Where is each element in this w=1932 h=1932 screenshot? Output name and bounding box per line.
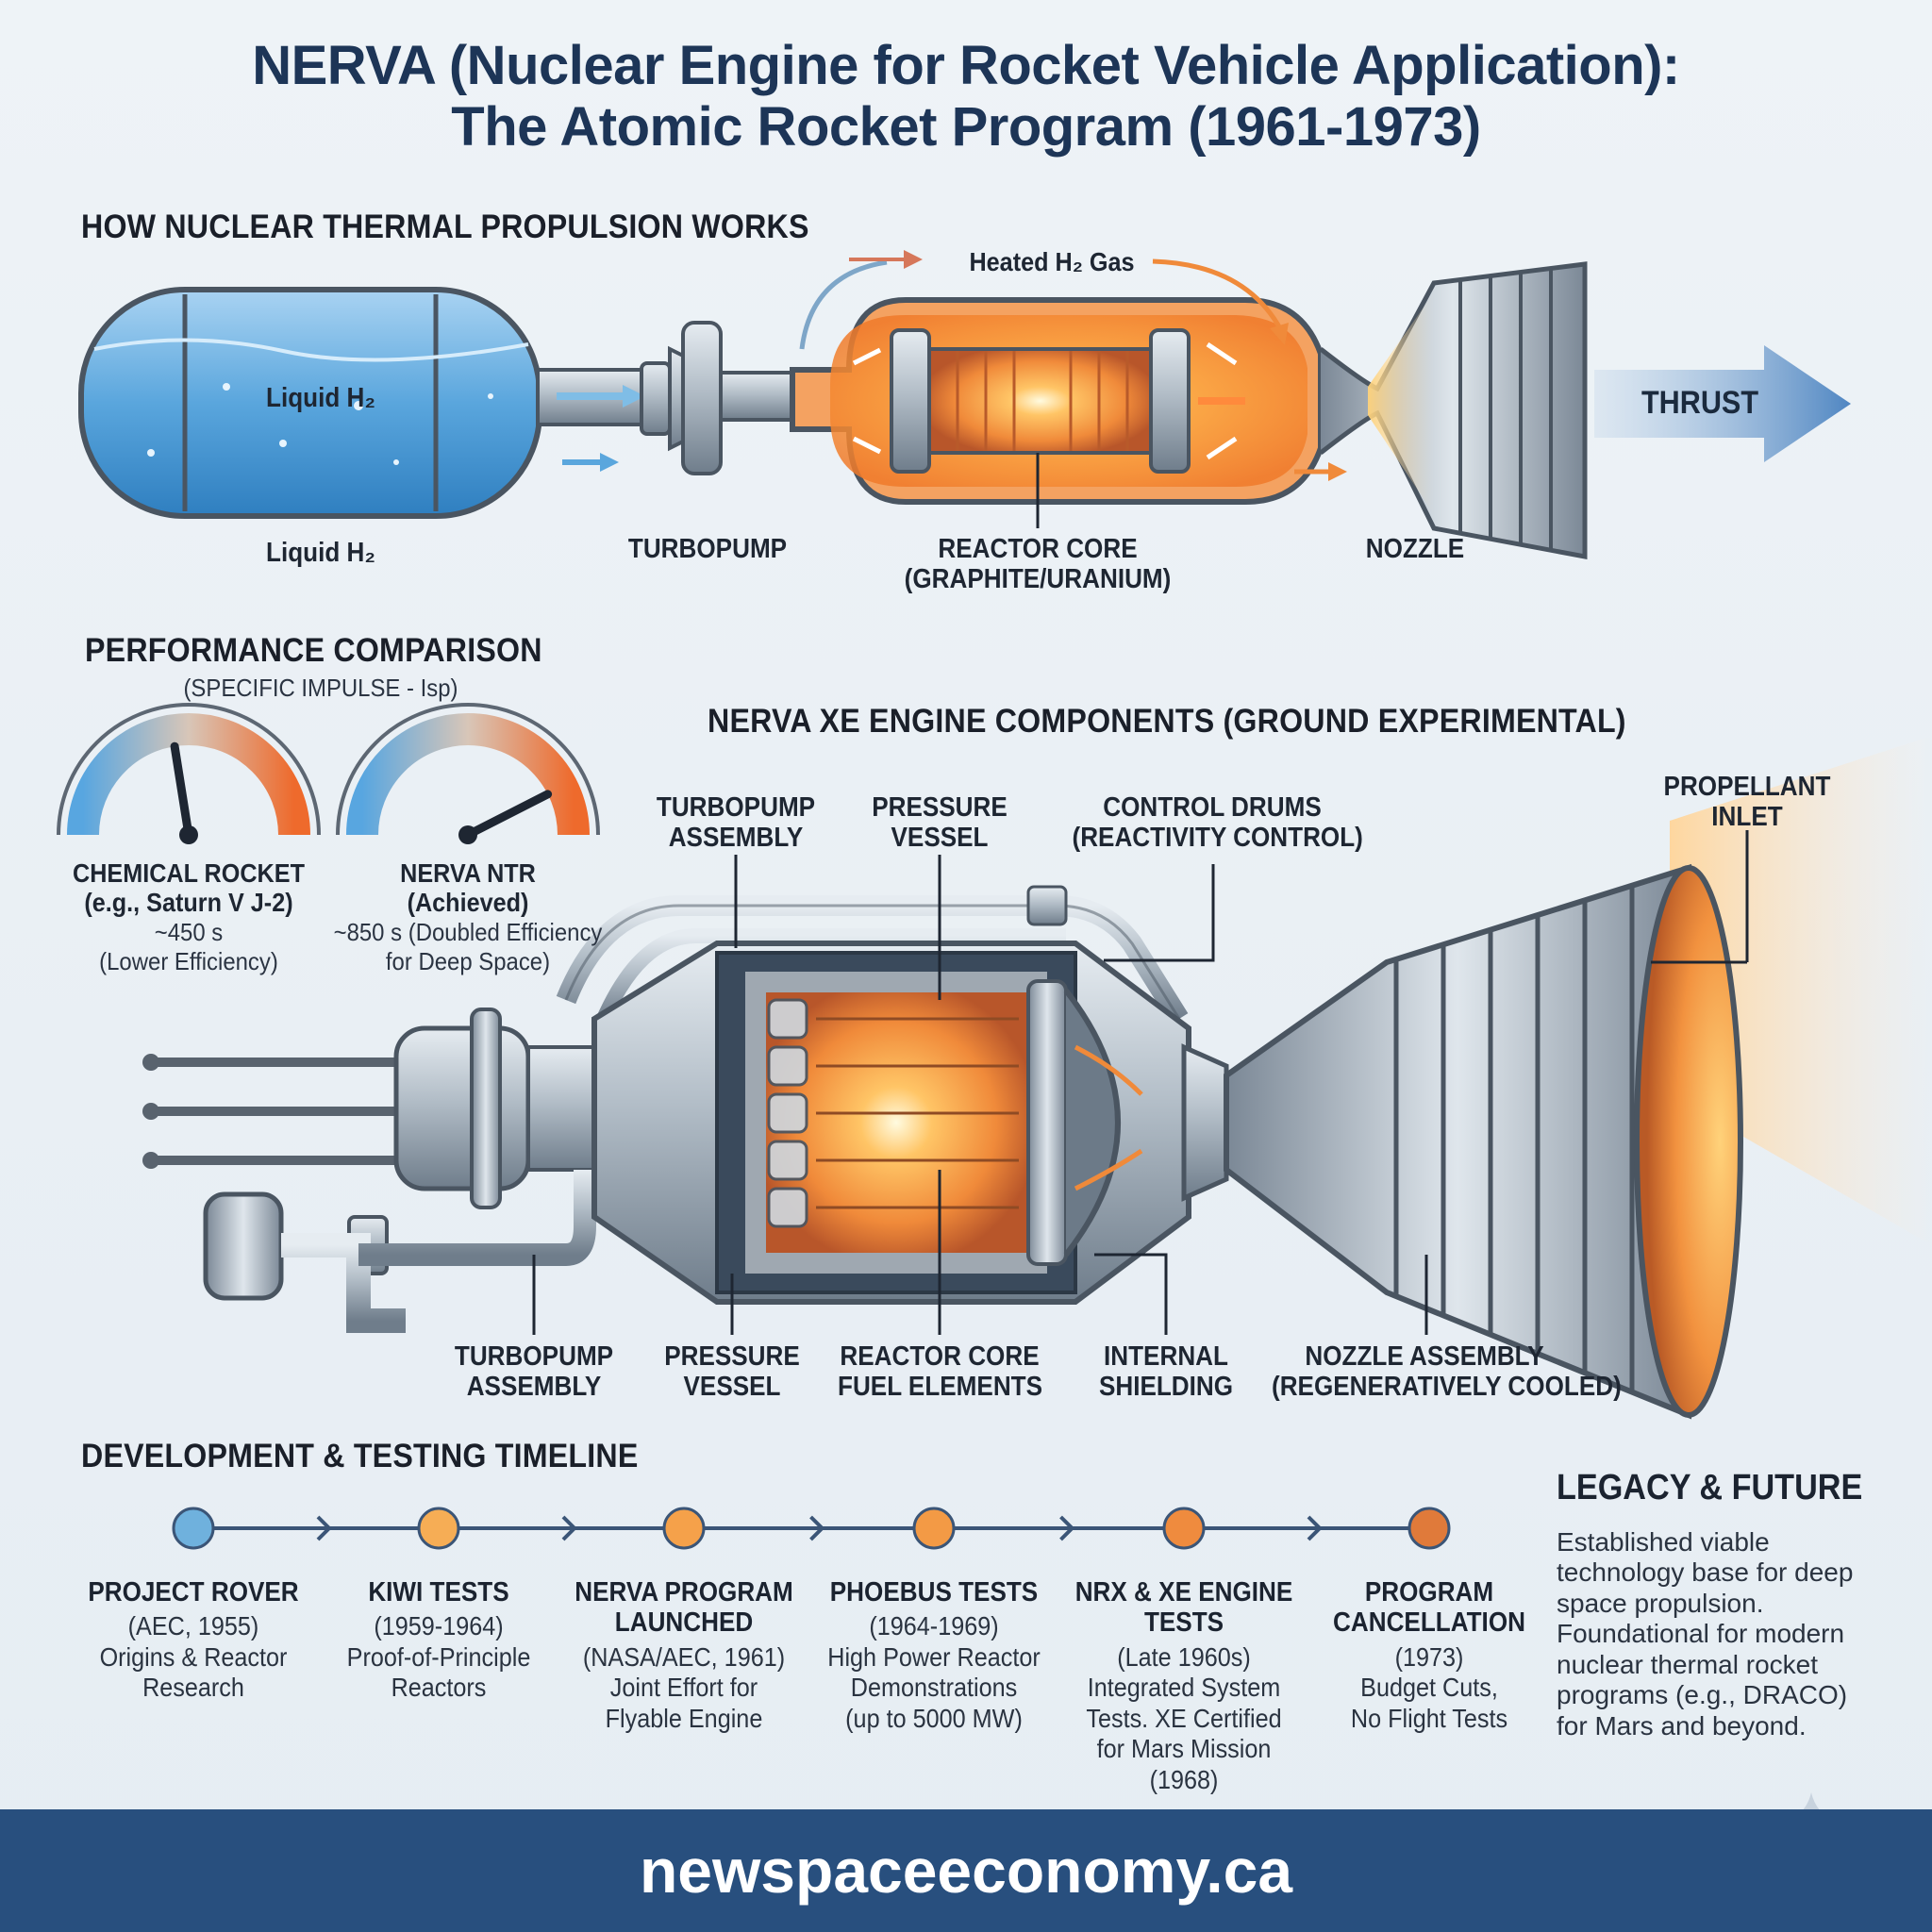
timeline-event-body: (NASA/AEC, 1961) Joint Effort for Flyabl… xyxy=(582,1641,786,1733)
timeline-event: PROGRAM CANCELLATION(1973) Budget Cuts, … xyxy=(1307,1577,1552,1734)
internal-shielding-label: INTERNAL SHIELDING xyxy=(1081,1341,1251,1403)
timeline-event-title: NERVA PROGRAM LAUNCHED xyxy=(575,1577,793,1639)
control-drums-line-2: (REACTIVITY CONTROL) xyxy=(1072,823,1363,854)
fuel-elements-label: REACTOR CORE FUEL ELEMENTS xyxy=(838,1341,1043,1403)
nerva-name-1: NERVA NTR xyxy=(400,858,536,888)
thrust-arrow xyxy=(1594,345,1851,462)
bottom-turbopump-line-2: ASSEMBLY xyxy=(466,1372,602,1403)
timeline-event-body: (1959-1964) Proof-of-Principle Reactors xyxy=(346,1611,531,1703)
bottom-vessel-line-1: PRESSURE xyxy=(664,1341,800,1372)
reactor-core-label-1: REACTOR CORE xyxy=(938,534,1138,564)
heated-gas-label: Heated H₂ Gas xyxy=(969,247,1135,276)
top-vessel-line-1: PRESSURE xyxy=(872,792,1008,823)
nerva-gauge-artwork xyxy=(336,703,600,844)
turbopump-artwork xyxy=(640,321,798,475)
timeline-dot xyxy=(662,1507,706,1550)
top-turbopump-line-1: TURBOPUMP xyxy=(656,792,816,823)
timeline-dot xyxy=(912,1507,956,1550)
fuel-elements-line-2: FUEL ELEMENTS xyxy=(838,1372,1043,1403)
timeline-heading: DEVELOPMENT & TESTING TIMELINE xyxy=(81,1438,639,1474)
title-line-1: NERVA (Nuclear Engine for Rocket Vehicle… xyxy=(252,35,1680,96)
chemical-note: (Lower Efficiency) xyxy=(99,946,278,975)
timeline-event: PHOEBUS TESTS (1964-1969) High Power Reac… xyxy=(811,1577,1057,1734)
reactor-core-label: REACTOR CORE (GRAPHITE/URANIUM) xyxy=(885,534,1191,595)
timeline-chevron xyxy=(316,1515,332,1541)
internal-shielding-line-1: INTERNAL xyxy=(1104,1341,1228,1372)
legacy-section: LEGACY & FUTURE Established viable techn… xyxy=(1557,1468,1896,1741)
tank-inner-label: Liquid H₂ xyxy=(266,383,375,413)
timeline-event: PROJECT ROVER (AEC, 1955) Origins & React… xyxy=(71,1577,316,1704)
top-turbopump-label: TURBOPUMP ASSEMBLY xyxy=(651,792,821,854)
timeline-event-body: (Late 1960s) Integrated System Tests. XE… xyxy=(1086,1641,1282,1794)
nozzle-artwork xyxy=(1319,261,1588,560)
bottom-vessel-line-2: VESSEL xyxy=(683,1372,781,1403)
nozzle-assembly-label: NOZZLE ASSEMBLY (REGENERATIVELY COOLED) xyxy=(1272,1341,1622,1403)
nerva-ntr-gauge: NERVA NTR (Achieved) ~850 s (Doubled Eff… xyxy=(317,858,619,976)
timeline-event: NERVA PROGRAM LAUNCHED(NASA/AEC, 1961) J… xyxy=(561,1577,807,1734)
timeline-event-title: PROGRAM CANCELLATION xyxy=(1333,1577,1525,1639)
timeline-event-body: (AEC, 1955) Origins & Reactor Research xyxy=(99,1611,288,1703)
control-drums-label: CONTROL DRUMS (REACTIVITY CONTROL) xyxy=(1072,792,1363,854)
chemical-name-1: CHEMICAL ROCKET xyxy=(73,858,305,888)
nerva-value: ~850 s (Doubled Efficiency xyxy=(333,917,603,946)
timeline-dot xyxy=(417,1507,460,1550)
timeline-event-title: NRX & XE ENGINE TESTS xyxy=(1074,1577,1293,1639)
timeline-event-body: (1973) Budget Cuts, No Flight Tests xyxy=(1350,1641,1508,1733)
timeline-event: NRX & XE ENGINE TESTS(Late 1960s) Integr… xyxy=(1061,1577,1307,1795)
reactor-core-label-2: (GRAPHITE/URANIUM) xyxy=(904,564,1172,595)
page-title: NERVA (Nuclear Engine for Rocket Vehicle… xyxy=(0,35,1932,158)
chemical-rocket-gauge: CHEMICAL ROCKET (e.g., Saturn V J-2) ~45… xyxy=(57,858,321,976)
nozzle-assembly-line-1: NOZZLE ASSEMBLY xyxy=(1305,1341,1544,1372)
top-turbopump-line-2: ASSEMBLY xyxy=(668,823,804,854)
timeline-dot xyxy=(172,1507,215,1550)
timeline-chevron xyxy=(1059,1515,1075,1541)
timeline-event-body: (1964-1969) High Power Reactor Demonstra… xyxy=(827,1611,1041,1733)
footer-bar xyxy=(0,1809,1932,1932)
footer-site-link[interactable]: newspaceeconomy.ca xyxy=(639,1836,1293,1906)
bottom-turbopump-label: TURBOPUMP ASSEMBLY xyxy=(449,1341,619,1403)
performance-subheading: (SPECIFIC IMPULSE - Isp) xyxy=(183,674,458,702)
performance-heading: PERFORMANCE COMPARISON xyxy=(85,632,542,669)
tank-label: Liquid H₂ xyxy=(266,538,375,568)
chemical-value: ~450 s xyxy=(154,917,224,946)
chemical-gauge-artwork xyxy=(57,703,321,844)
timeline-event: KIWI TESTS (1959-1964) Proof-of-Principle… xyxy=(316,1577,561,1704)
timeline-dot xyxy=(1407,1507,1451,1550)
bottom-vessel-label: PRESSURE VESSEL xyxy=(647,1341,817,1403)
fuel-elements-line-1: REACTOR CORE xyxy=(840,1341,1040,1372)
nerva-name-2: (Achieved) xyxy=(407,888,529,918)
propellant-inlet-line-2: INLET xyxy=(1711,802,1783,833)
legacy-heading: LEGACY & FUTURE xyxy=(1557,1468,1863,1507)
timeline-event-title: PHOEBUS TESTS xyxy=(829,1577,1039,1607)
title-line-2: The Atomic Rocket Program (1961-1973) xyxy=(451,95,1481,158)
nozzle-label: NOZZLE xyxy=(1365,534,1465,564)
hydrogen-tank xyxy=(78,287,542,519)
timeline-chevron xyxy=(561,1515,577,1541)
xe-engine-artwork xyxy=(142,736,1932,1420)
legacy-body: Established viable technology base for d… xyxy=(1557,1527,1854,1740)
reactor-chamber-artwork xyxy=(790,297,1324,505)
bottom-turbopump-line-1: TURBOPUMP xyxy=(454,1341,614,1372)
top-vessel-line-2: VESSEL xyxy=(891,823,989,854)
nozzle-assembly-line-2: (REGENERATIVELY COOLED) xyxy=(1272,1372,1622,1403)
top-vessel-label: PRESSURE VESSEL xyxy=(855,792,1024,854)
timeline-event-title: PROJECT ROVER xyxy=(88,1577,299,1607)
chemical-name-2: (e.g., Saturn V J-2) xyxy=(84,888,293,918)
timeline-dot xyxy=(1162,1507,1206,1550)
internal-shielding-line-2: SHIELDING xyxy=(1098,1372,1234,1403)
turbopump-label: TURBOPUMP xyxy=(627,534,788,564)
components-heading: NERVA XE ENGINE COMPONENTS (GROUND EXPER… xyxy=(708,703,1626,740)
timeline-chevron xyxy=(809,1515,825,1541)
propellant-inlet-line-1: PROPELLANT xyxy=(1663,772,1831,802)
component-leader-lines xyxy=(532,830,1749,1335)
propellant-inlet-label: PROPELLANT INLET xyxy=(1662,772,1832,833)
how-it-works-heading: HOW NUCLEAR THERMAL PROPULSION WORKS xyxy=(81,208,809,245)
thrust-label: THRUST xyxy=(1641,385,1759,421)
nerva-note: for Deep Space) xyxy=(385,946,551,975)
timeline-event-title: KIWI TESTS xyxy=(368,1577,509,1607)
timeline-chevron xyxy=(1307,1515,1323,1541)
control-drums-line-1: CONTROL DRUMS xyxy=(1103,792,1322,823)
